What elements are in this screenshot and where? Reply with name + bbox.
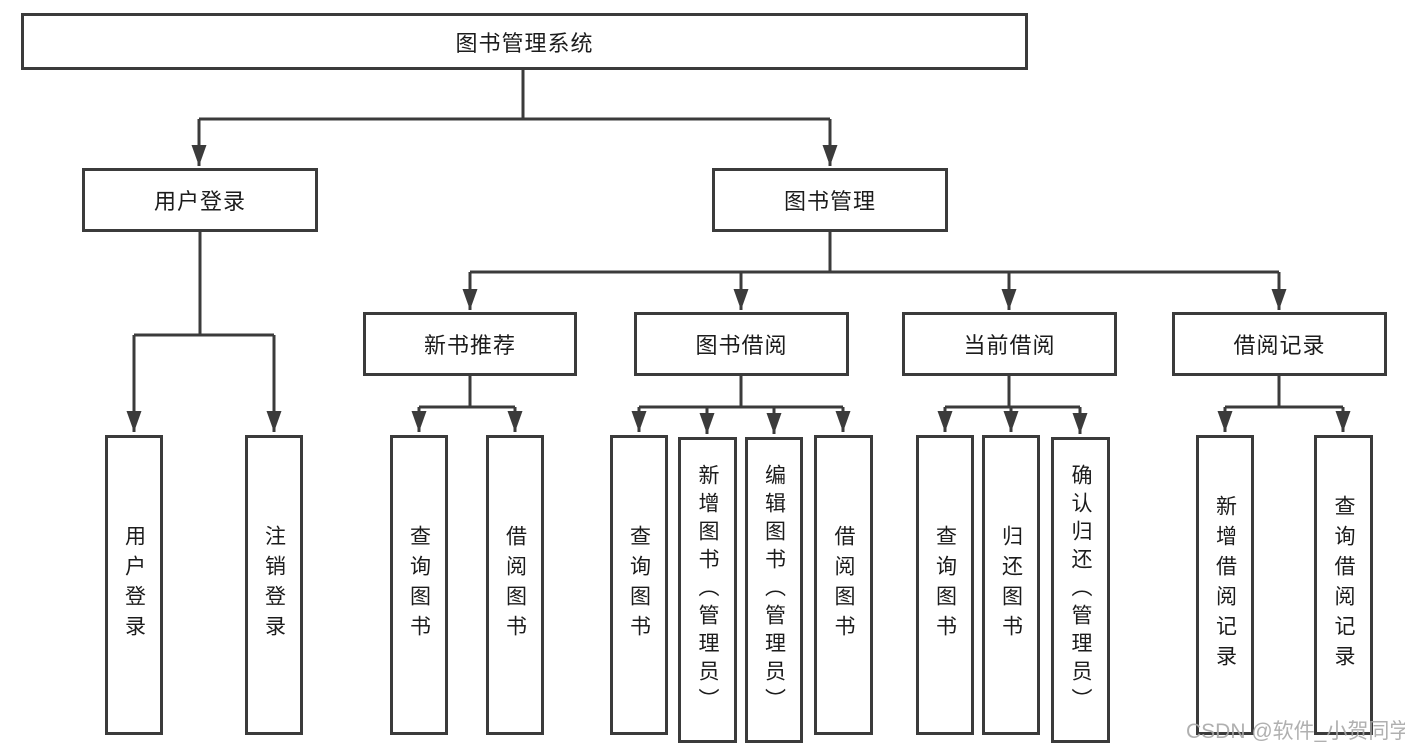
node-book-management: 图书管理	[712, 168, 948, 232]
node-book-borrow: 图书借阅	[634, 312, 849, 376]
leaf-edit-book-admin: 编辑图书（管理员）	[745, 437, 803, 743]
leaf-add-borrow-record: 新增借阅记录	[1196, 435, 1254, 735]
leaf-query-books-1-label: 查询图书	[407, 525, 431, 645]
leaf-query-borrow-record: 查询借阅记录	[1314, 435, 1373, 735]
leaf-edit-book-admin-label: 编辑图书（管理员）	[762, 464, 786, 716]
leaf-borrow-books-1-label: 借阅图书	[503, 525, 527, 645]
leaf-borrow-books-1: 借阅图书	[486, 435, 544, 735]
leaf-query-borrow-record-label: 查询借阅记录	[1332, 495, 1355, 675]
node-new-book-recommend: 新书推荐	[363, 312, 577, 376]
leaf-add-book-admin: 新增图书（管理员）	[678, 437, 737, 743]
node-root: 图书管理系统	[21, 13, 1028, 70]
node-user-login: 用户登录	[82, 168, 318, 232]
leaf-query-books-3-label: 查询图书	[933, 525, 957, 645]
leaf-user-login: 用户登录	[105, 435, 163, 735]
leaf-add-borrow-record-label: 新增借阅记录	[1213, 495, 1237, 675]
leaf-return-book: 归还图书	[982, 435, 1040, 735]
leaf-logout-label: 注销登录	[262, 525, 286, 645]
node-current-borrow-label: 当前借阅	[963, 333, 1056, 358]
leaf-query-books-2-label: 查询图书	[627, 525, 651, 645]
node-current-borrow: 当前借阅	[902, 312, 1117, 376]
node-root-label: 图书管理系统	[455, 30, 594, 56]
node-user-login-label: 用户登录	[153, 189, 246, 214]
node-new-book-recommend-label: 新书推荐	[423, 333, 516, 358]
leaf-query-books-2: 查询图书	[610, 435, 668, 735]
leaf-borrow-books-2-label: 借阅图书	[832, 525, 855, 645]
leaf-logout: 注销登录	[245, 435, 303, 735]
leaf-borrow-books-2: 借阅图书	[814, 435, 873, 735]
leaf-user-login-label: 用户登录	[122, 525, 146, 645]
leaf-return-book-label: 归还图书	[999, 525, 1023, 645]
node-book-management-label: 图书管理	[783, 189, 876, 214]
leaf-add-book-admin-label: 新增图书（管理员）	[696, 464, 719, 716]
leaf-confirm-return-admin: 确认归还（管理员）	[1051, 437, 1110, 743]
node-borrow-records-label: 借阅记录	[1233, 333, 1326, 358]
leaf-query-books-1: 查询图书	[390, 435, 448, 735]
node-borrow-records: 借阅记录	[1172, 312, 1387, 376]
node-book-borrow-label: 图书借阅	[695, 333, 788, 358]
leaf-query-books-3: 查询图书	[916, 435, 974, 735]
leaf-confirm-return-admin-label: 确认归还（管理员）	[1069, 464, 1092, 716]
csdn-watermark: CSDN @软件_小贺同学	[1186, 720, 1405, 743]
